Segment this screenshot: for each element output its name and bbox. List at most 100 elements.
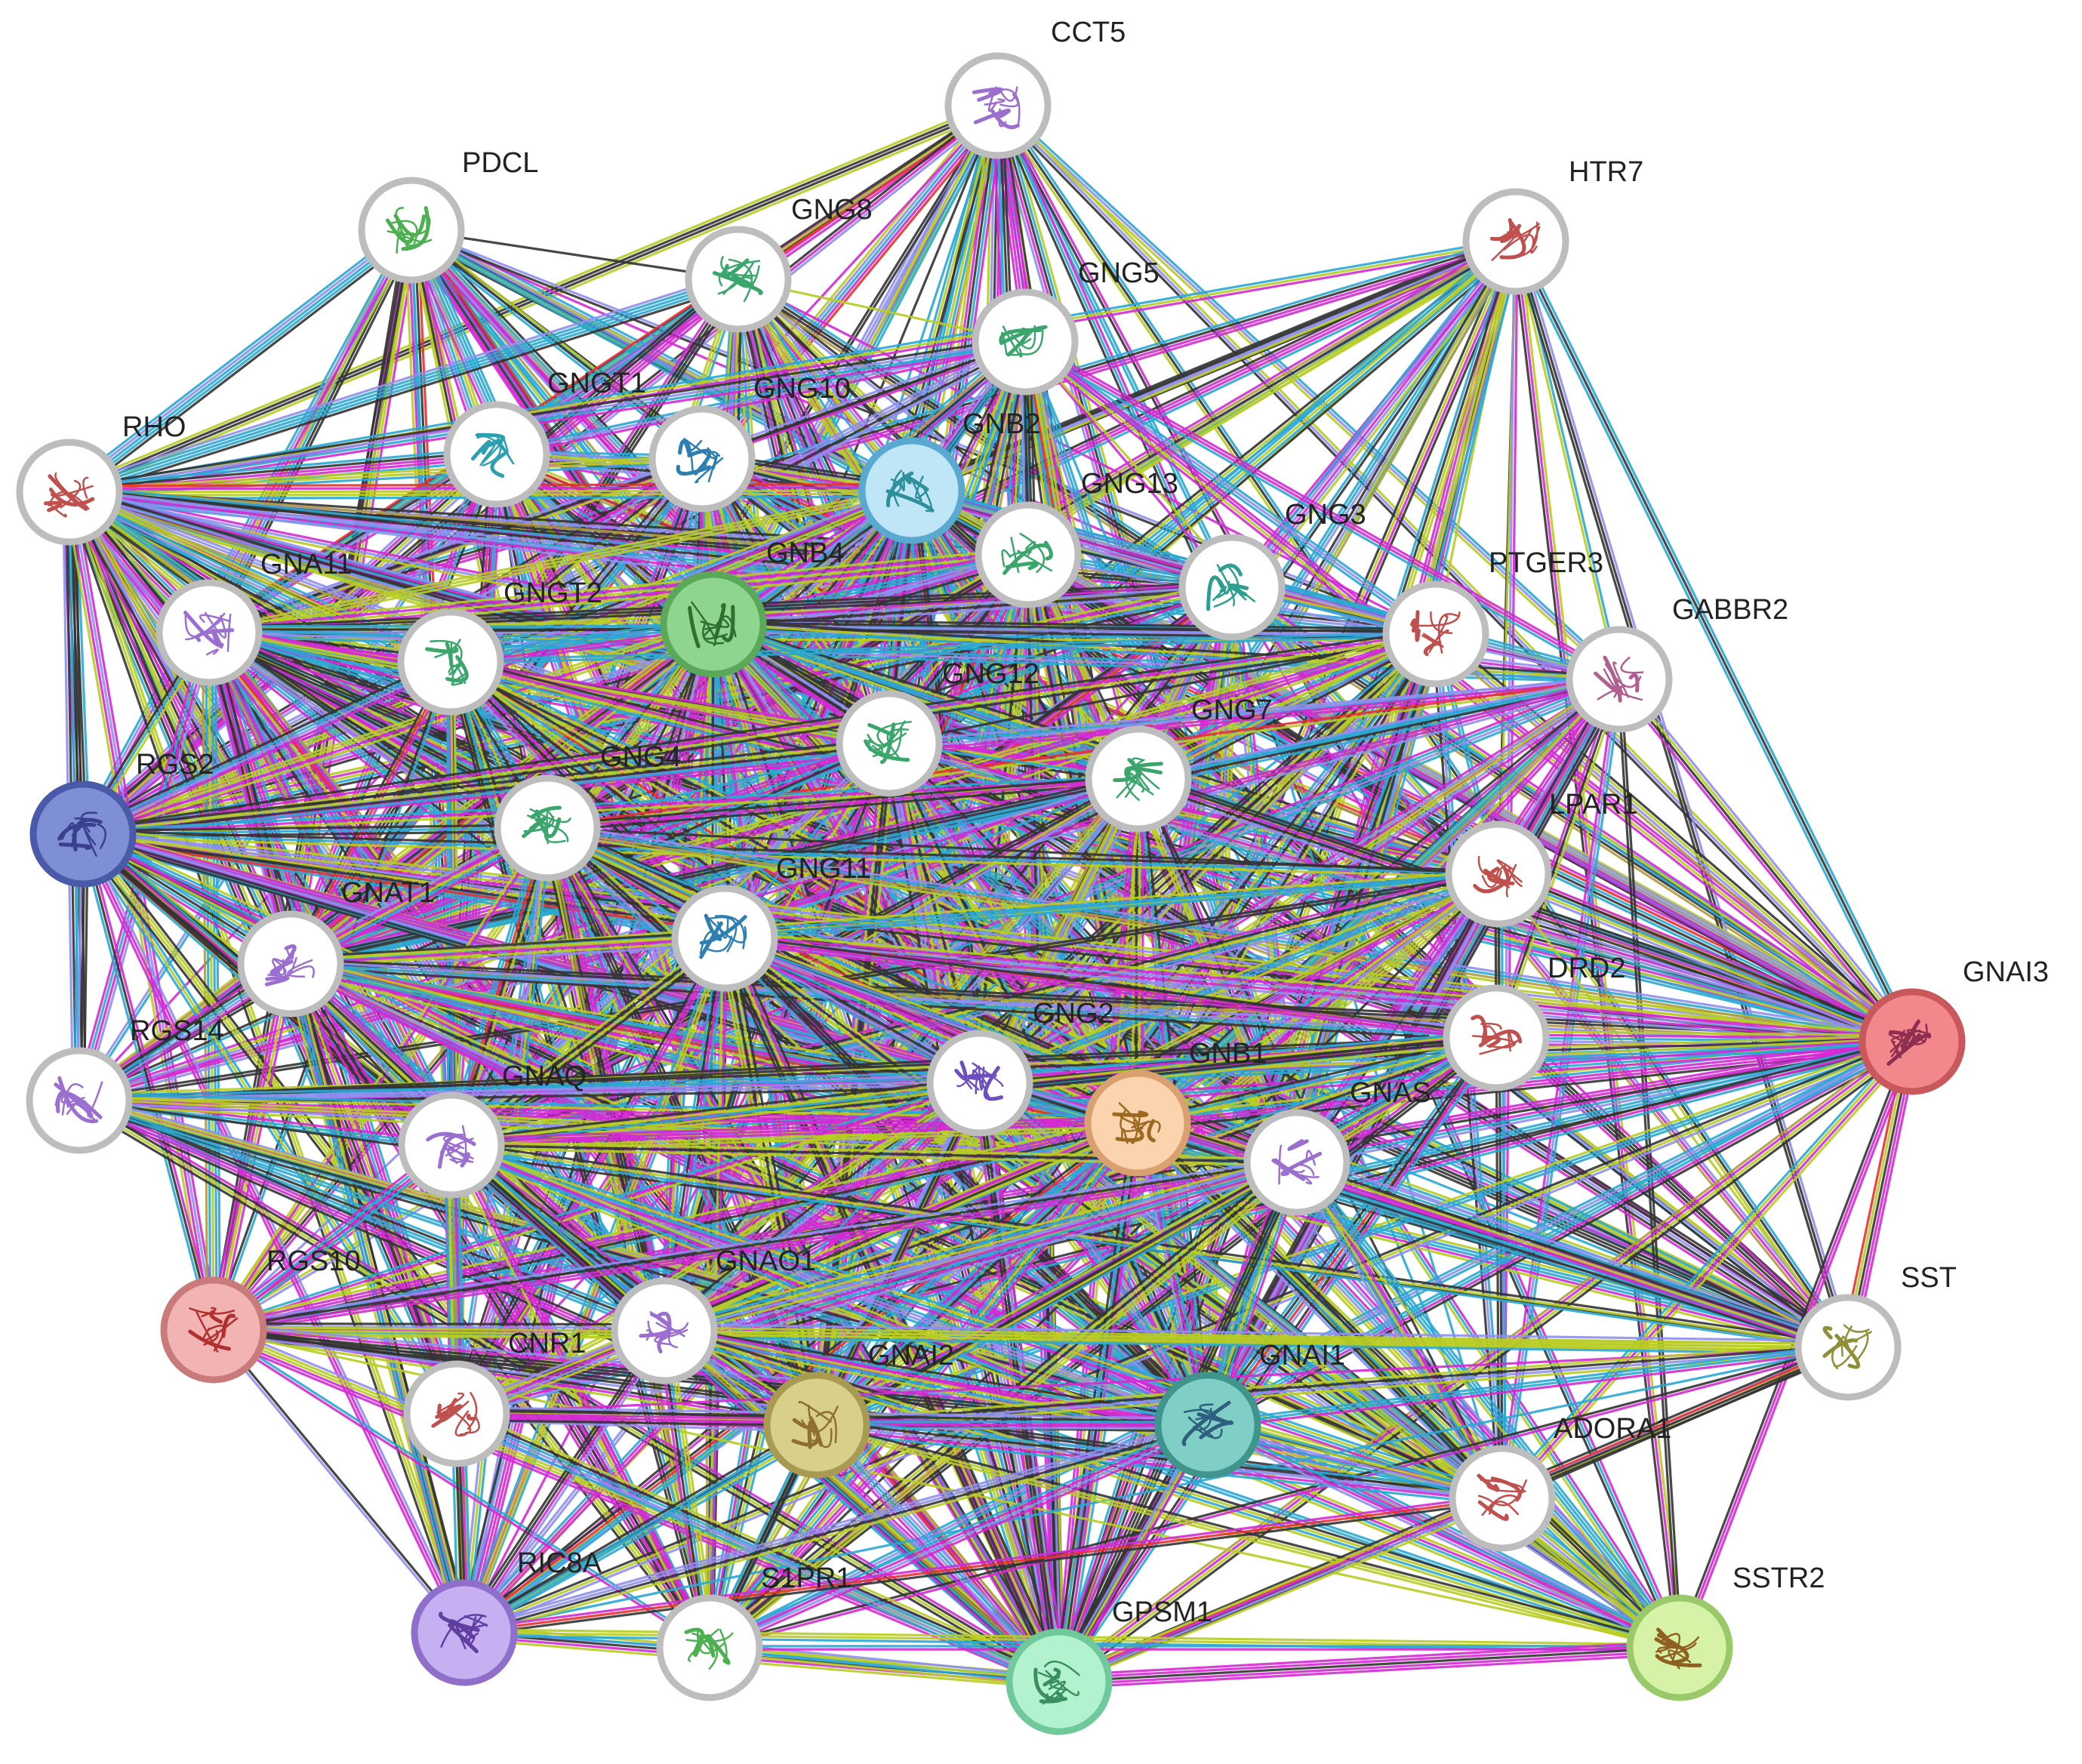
node-s1pr1[interactable]: S1PR1 (656, 1562, 852, 1701)
node-lpar1[interactable]: LPAR1 (1445, 789, 1638, 928)
node-pdcl[interactable]: PDCL (358, 147, 538, 284)
edge-HTR7-GABBR2 (1513, 242, 1619, 680)
edge-GABBR2-GNAI3 (1614, 681, 1910, 1045)
node-gabbr2[interactable]: GABBR2 (1566, 594, 1788, 733)
edge-GNAI1-S1PR1 (707, 1419, 1207, 1645)
node-gnai2[interactable]: GNAI2 (763, 1340, 954, 1479)
edge-RGS2-S1PR1 (85, 830, 715, 1646)
node-circle[interactable] (648, 405, 756, 513)
node-rgs14[interactable]: RGS14 (26, 1015, 224, 1154)
edge-GABBR2-SSTR2 (1616, 679, 1680, 1649)
node-gng12[interactable]: GNG12 (836, 658, 1039, 797)
node-circle[interactable] (398, 1091, 505, 1199)
node-gng7[interactable]: GNG7 (1085, 694, 1273, 833)
node-label: GNGT1 (547, 368, 646, 399)
edge-GNG13-RGS2 (83, 555, 1030, 837)
edge-GNAI1-RIC8A (464, 1422, 1208, 1633)
node-circle[interactable] (763, 1371, 870, 1479)
node-gnb2[interactable]: GNB2 (858, 408, 1040, 544)
edge-GNAI2-ADORA1 (817, 1418, 1504, 1494)
edge-GNAI3-ADORA1 (1500, 1039, 1912, 1498)
node-label: GNG12 (942, 658, 1039, 690)
node-sst[interactable]: SST (1794, 1262, 1957, 1401)
node-gnb1[interactable]: GNB1 (1084, 1038, 1267, 1177)
node-circle[interactable] (944, 52, 1052, 159)
edge-GNG5-RHO (68, 336, 1025, 489)
node-gngt2[interactable]: GNGT2 (397, 577, 602, 716)
node-gna11[interactable]: GNA11 (156, 549, 353, 686)
node-gnao1[interactable]: GNAO1 (611, 1245, 816, 1384)
edge-GABBR2-ADORA1 (1498, 679, 1618, 1498)
node-htr7[interactable]: HTR7 (1462, 156, 1643, 295)
node-circle[interactable] (160, 1276, 267, 1384)
node-gng13[interactable]: GNG13 (975, 468, 1178, 608)
node-ptger3[interactable]: PTGER3 (1382, 547, 1603, 688)
node-gnai1[interactable]: GNAI1 (1154, 1340, 1345, 1479)
edge-GNAO1-RIC8A (461, 1328, 664, 1633)
node-circle[interactable] (358, 177, 465, 284)
edge-RGS2-LPAR1 (82, 836, 1498, 879)
node-circle[interactable] (411, 1579, 518, 1686)
edge-CCT5-GABBR2 (996, 104, 1621, 681)
edge-GNG8-RHO (66, 272, 737, 488)
node-label: SST (1901, 1262, 1957, 1294)
protein-structure-icon (885, 469, 935, 513)
edge-RGS10-GPSM1 (211, 1335, 1058, 1689)
edge-RHO-DRD2 (69, 491, 1497, 1039)
node-circle[interactable] (29, 780, 137, 888)
protein-structure-icon (43, 472, 95, 518)
node-label: GNG10 (753, 373, 851, 405)
edge-GNB4-RGS2 (84, 627, 716, 840)
node-circle[interactable] (858, 437, 966, 544)
node-circle[interactable] (1382, 580, 1489, 688)
node-gng2[interactable]: GNG2 (926, 998, 1114, 1137)
node-gng4[interactable]: GNG4 (494, 741, 682, 882)
node-gng10[interactable]: GNG10 (648, 373, 851, 513)
node-ric8a[interactable]: RIC8A (411, 1547, 602, 1686)
node-label: GNAI2 (868, 1340, 954, 1371)
node-drd2[interactable]: DRD2 (1443, 953, 1625, 1091)
node-gpsm1[interactable]: GPSM1 (1006, 1596, 1212, 1735)
node-cnr1[interactable]: CNR1 (403, 1328, 586, 1467)
node-rgs10[interactable]: RGS10 (160, 1245, 361, 1384)
node-rgs2[interactable]: RGS2 (29, 749, 214, 888)
edge-GNB1-GNAQ (451, 1116, 1138, 1141)
node-circle[interactable] (1006, 1628, 1113, 1735)
node-gng8[interactable]: GNG8 (685, 194, 873, 333)
edge-RGS14-SST (79, 1099, 1849, 1349)
node-gng11[interactable]: GNG11 (671, 853, 871, 992)
edge-HTR7-GNA11 (210, 245, 1518, 639)
node-adora1[interactable]: ADORA1 (1449, 1413, 1671, 1552)
protein-structure-icon (57, 811, 106, 857)
node-circle[interactable] (656, 1594, 763, 1701)
edge-GNG13-GNA11 (208, 553, 1029, 634)
node-gnaq[interactable]: GNAQ (398, 1061, 587, 1199)
edge-GNG7-RGS2 (82, 777, 1139, 836)
edge-RGS2-LPAR1 (82, 833, 1499, 876)
node-rho[interactable]: RHO (16, 411, 186, 546)
node-gngt1[interactable]: GNGT1 (443, 368, 646, 508)
node-circle[interactable] (443, 401, 550, 508)
node-circle[interactable] (1449, 1445, 1556, 1552)
node-cct5[interactable]: CCT5 (944, 17, 1126, 159)
protein-structure-icon (864, 720, 912, 765)
node-sstr2[interactable]: SSTR2 (1626, 1562, 1825, 1701)
node-gng3[interactable]: GNG3 (1178, 499, 1366, 641)
edge-DRD2-GNAI1 (1204, 1035, 1495, 1424)
node-label: GNAT1 (341, 877, 435, 909)
node-gnai3[interactable]: GNAI3 (1859, 956, 2049, 1095)
edge-GNG2-GNAQ (451, 1077, 980, 1142)
edge-RGS2-GNAI3 (83, 830, 1913, 1040)
edge-GNAO1-S1PR1 (663, 1330, 711, 1649)
node-gng5[interactable]: GNG5 (972, 257, 1160, 396)
node-gnas[interactable]: GNAS (1243, 1077, 1431, 1216)
node-circle[interactable] (1445, 820, 1552, 928)
node-circle[interactable] (16, 439, 123, 546)
edge-GNAI2-RIC8A (464, 1424, 818, 1634)
protein-structure-icon (1471, 1014, 1523, 1055)
edge-PTGER3-RGS2 (82, 631, 1436, 834)
edge-GNB4-PTGER3 (713, 618, 1437, 631)
node-gnat1[interactable]: GNAT1 (237, 877, 435, 1017)
node-gnb4[interactable]: GNB4 (660, 537, 844, 678)
node-circle[interactable] (1243, 1109, 1351, 1216)
